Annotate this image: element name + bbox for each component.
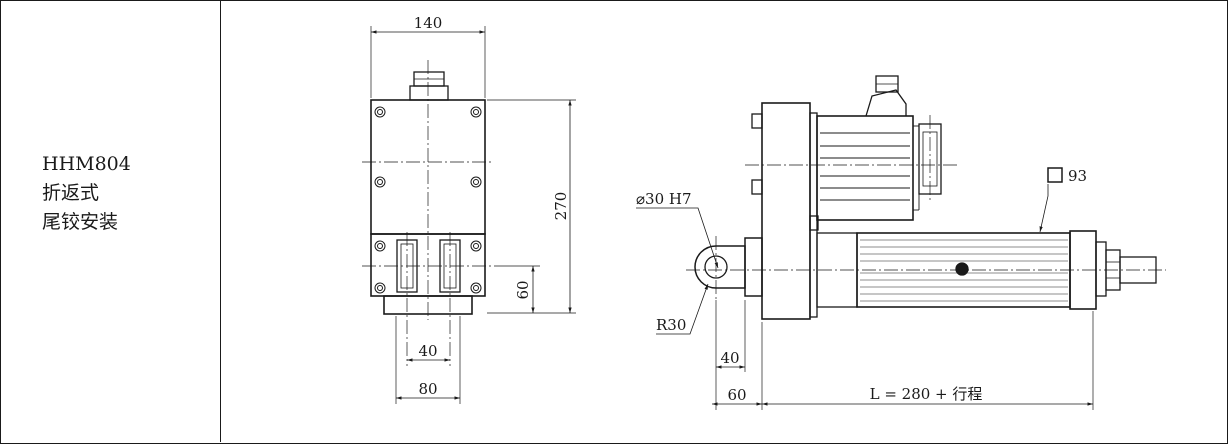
tube-ribs	[860, 239, 1068, 302]
dim-radius-text: R30	[656, 316, 686, 334]
gear-flange	[809, 112, 818, 318]
side-view	[636, 75, 1166, 410]
square-leader	[1039, 184, 1049, 233]
dim-height-text: 270	[552, 192, 570, 221]
front-screws	[374, 106, 482, 294]
dim-square-text: 93	[1068, 167, 1087, 185]
front-connector-base	[409, 85, 449, 101]
rear-clevis	[694, 245, 746, 289]
front-view	[362, 26, 576, 404]
dim-eye-text: 40	[720, 349, 739, 367]
motor-connector-top	[865, 89, 907, 117]
front-seal	[1095, 241, 1107, 297]
model-type: 折返式	[42, 182, 100, 204]
model-mounting: 尾铰安装	[42, 211, 119, 233]
rear-spacer	[744, 237, 763, 297]
servo-motor	[816, 115, 914, 221]
dim-bore-text: ⌀30 H7	[636, 190, 692, 208]
clevis-bore	[704, 255, 728, 279]
dim-width-text: 140	[414, 14, 443, 32]
dim-slot-span-text: 80	[418, 380, 437, 398]
square-symbol	[1047, 167, 1063, 183]
dim-length-text: L = 280 + 行程	[870, 385, 983, 403]
gear-housing	[761, 102, 811, 320]
dim-slot-gap-text: 40	[418, 342, 437, 360]
radius-leader	[656, 283, 709, 335]
gear-lug-3	[809, 215, 819, 231]
model-label-cell: HHM804 折返式 尾铰安装	[0, 0, 221, 442]
model-code: HHM804	[42, 153, 131, 175]
side-centerlines	[686, 115, 1166, 300]
front-centerlines	[362, 60, 494, 366]
gear-lug-2	[751, 179, 763, 195]
bore-leader	[636, 207, 719, 269]
motor-fins	[820, 125, 920, 211]
dim-lower-text: 60	[514, 280, 532, 299]
model-description: HHM804 折返式 尾铰安装	[42, 150, 131, 237]
gear-lug-1	[751, 113, 763, 129]
tube-center-mark	[955, 262, 969, 276]
dim-offset-text: 60	[727, 386, 746, 404]
